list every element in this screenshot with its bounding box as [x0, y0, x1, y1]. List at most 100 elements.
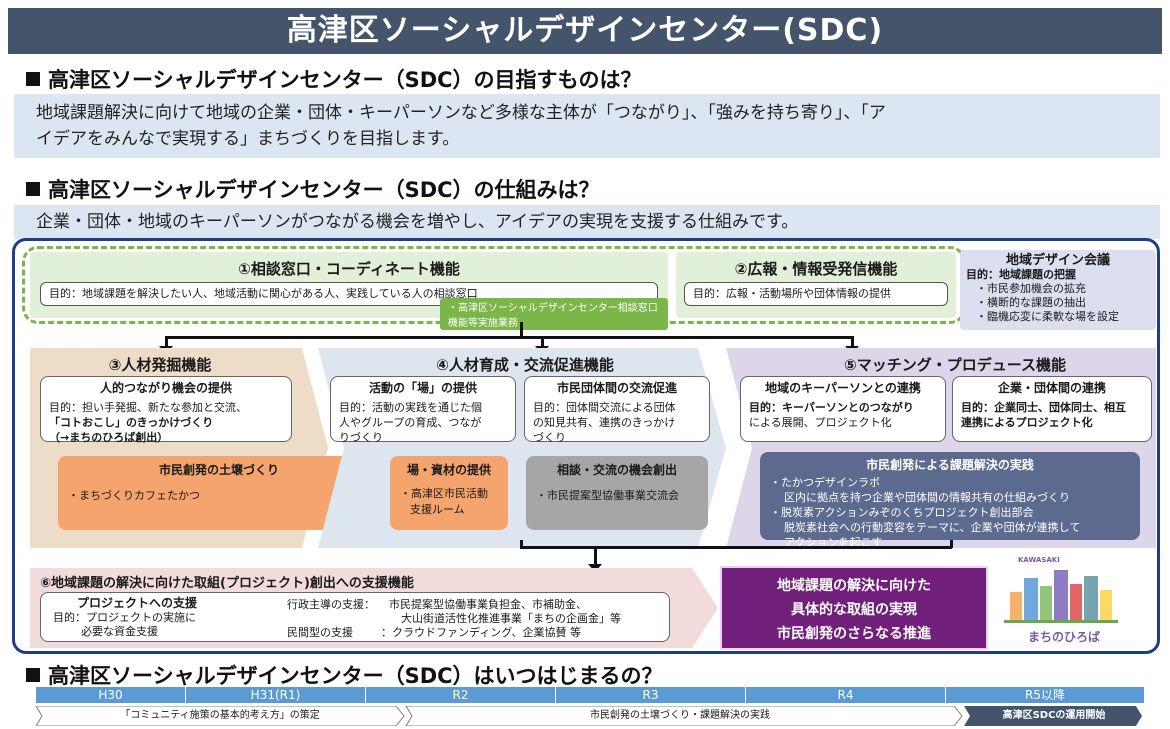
function-4-line: づくり — [533, 431, 566, 444]
space-resources-line: ・高津区市民活動 — [400, 487, 488, 500]
timeline-bar-1: 「コミュニティ施策の基本的考え方」の策定 — [120, 710, 320, 721]
function-3-subtitle: 人的つながり機会の提供 — [99, 381, 232, 395]
function-5-subbox-2: 企業・団体間の連携 目的：企業同士、団体同士、相互 連携によるプロジェクト化 — [952, 376, 1152, 442]
council-item: ・市民参加機会の拡充 — [976, 282, 1086, 295]
logo-text-top: KAWASAKI — [1018, 556, 1060, 564]
timeline-arrows — [36, 706, 1142, 726]
consult-exchange-title: 相談・交流の機会創出 — [556, 463, 677, 477]
function-4-line: の知見共有、連携のきっかけ — [533, 416, 676, 429]
function-2-title: ②広報・情報受発信機能 — [734, 260, 898, 278]
timeline-year: H30 — [36, 687, 186, 703]
square-bullet-icon — [26, 72, 40, 86]
timeline-header: H30 H31(R1) R2 R3 R4 R5以降 — [36, 687, 1144, 703]
project-support-title: プロジェクトへの支援 — [77, 596, 198, 610]
city-skyline-icon — [1004, 570, 1118, 623]
function-4-subtitle: 活動の「場」の提供 — [368, 381, 477, 395]
function-4-subtitle: 市民団体間の交流促進 — [556, 381, 677, 395]
function-4-title: ④人材育成・交流促進機能 — [436, 356, 614, 374]
connector-line — [165, 336, 168, 348]
admin-support-line: 市民提案型協働事業負担金、市補助金、 — [389, 598, 587, 611]
square-bullet-icon — [26, 182, 40, 196]
goal-box-line: 市民創発のさらなる推進 — [777, 626, 931, 642]
function-5-line: による展開、プロジェクト化 — [749, 416, 892, 429]
mechanism-description: 企業・団体・地域のキーパーソンがつながる機会を増やし、アイデアの実現を支援する仕… — [14, 205, 1160, 239]
goal-box-line: 地域課題の解決に向けた — [777, 578, 931, 594]
consult-exchange-box: 相談・交流の機会創出 ・市民提案型協働事業交流会 — [526, 456, 708, 530]
section-heading-text: 高津区ソーシャルデザインセンター（SDC）の目指すものは？ — [48, 68, 642, 92]
function-1-title: ①相談窓口・コーディネート機能 — [238, 260, 460, 278]
timeline-year: R3 — [556, 687, 746, 703]
civic-practice-line: アクションを起こす — [784, 536, 883, 549]
function-6-title: ⑥地域課題の解決に向けた取組(プロジェクト)創出への支援機能 — [40, 576, 414, 591]
timeline-year: R2 — [366, 687, 556, 703]
council-item: ・横断的な課題の抽出 — [976, 296, 1086, 309]
connector-line — [851, 336, 854, 348]
soil-building-item: ・まちづくりカフェたかつ — [68, 489, 200, 502]
admin-support-label: 行政主導の支援： — [287, 598, 375, 611]
civic-practice-box: 市民創発による課題解決の実践 ・たかつデザインラボ 区内に拠点を持つ企業や団体間… — [760, 452, 1140, 549]
timeline-year: R4 — [746, 687, 946, 703]
function-1-panel: ①相談窓口・コーディネート機能 目的：地域課題を解決したい人、地域活動に関心があ… — [30, 252, 668, 330]
admin-support-line: 大山街道活性化推進事業「まちの企画金」等 — [401, 612, 621, 625]
framework-frame — [12, 238, 1160, 654]
function-1-tag: ・高津区ソーシャルデザインセンター相談窓口機能等実施業務 — [440, 298, 668, 330]
civic-practice-line: ・たかつデザインラボ — [770, 476, 880, 489]
function-3-line: 目的：担い手発掘、新たな参加と交流、 — [49, 401, 247, 414]
civic-practice-line: 脱炭素社会への行動変容をテーマに、企業や団体が連携して — [784, 521, 1081, 534]
function-5-subtitle: 地域のキーパーソンとの連携 — [765, 381, 921, 395]
function-3-subbox: 人的つながり機会の提供 目的：担い手発掘、新たな参加と交流、 「コトおこし」のき… — [40, 376, 292, 444]
project-support-line: 目的：プロジェクトの実施に — [53, 611, 196, 624]
connector-line — [165, 336, 853, 339]
soil-building-box: 市民創発の土壌づくり ・まちづくりカフェたかつ — [58, 456, 380, 530]
civic-practice-line: 区内に拠点を持つ企業や団体間の情報共有の仕組みづくり — [784, 491, 1070, 504]
section-heading-text: 高津区ソーシャルデザインセンター（SDC）の仕組みは？ — [48, 178, 600, 202]
function-4-subbox-2: 市民団体間の交流促進 目的：団体間交流による団体 の知見共有、連携のきっかけ づ… — [524, 376, 710, 444]
function-4-line: 目的：団体間交流による団体 — [533, 401, 676, 414]
function-3-title: ③人材発掘機能 — [108, 356, 212, 374]
connector-line — [950, 540, 953, 548]
function-4-line: 目的：活動の実践を通じた個 — [339, 401, 482, 414]
function-5-line: 目的：企業同士、団体同士、相互 — [961, 401, 1126, 414]
section-heading-schedule: 高津区ソーシャルデザインセンター（SDC）はいつはじまるの？ — [26, 660, 663, 690]
council-title: 地域デザイン会議 — [1005, 253, 1110, 268]
function-5-subbox-1: 地域のキーパーソンとの連携 目的：キーパーソンとのつながり による展開、プロジェ… — [740, 376, 946, 442]
function-3-line: （→まちのひろば創出） — [49, 431, 169, 444]
civic-practice-title: 市民創発による課題解決の実践 — [866, 458, 1034, 472]
timeline-bar-2: 市民創発の土壌づくり・課題解決の実践 — [590, 710, 770, 721]
function-3-line: 「コトおこし」のきっかけづくり — [49, 416, 214, 429]
connector-line — [541, 336, 544, 348]
section-heading-mechanism: 高津区ソーシャルデザインセンター（SDC）の仕組みは？ — [26, 174, 600, 204]
goal-box: 地域課題の解決に向けた 具体的な取組の実現 市民創発のさらなる推進 — [720, 566, 988, 650]
machi-no-hiroba-logo: KAWASAKI まちのひろば — [1004, 556, 1124, 648]
square-bullet-icon — [26, 668, 40, 682]
function-6-subbox: プロジェクトへの支援 目的：プロジェクトの実施に 必要な資金支援 行政主導の支援… — [40, 592, 670, 642]
logo-text-bottom: まちのひろば — [1027, 630, 1100, 644]
project-support-line: 必要な資金支援 — [81, 625, 158, 638]
private-support-line: ：クラウドファンディング、企業協賛 等 — [381, 626, 581, 639]
space-resources-line: 支援ルーム — [410, 503, 465, 516]
connector-line — [520, 546, 952, 549]
function-5-subtitle: 企業・団体間の連携 — [997, 381, 1106, 395]
function-2-purpose: 目的：広報・活動場所や団体情報の提供 — [684, 282, 948, 306]
function-5-title: ⑤マッチング・プロデュース機能 — [844, 356, 1066, 374]
connector-line — [594, 546, 597, 566]
function-5-line: 目的：キーパーソンとのつながり — [749, 401, 914, 414]
goal-description: 地域課題解決に向けて地域の企業・団体・キーパーソンなど多様な主体が「つながり」、… — [14, 94, 1160, 158]
function-4-subbox-1: 活動の「場」の提供 目的：活動の実践を通じた個 人やグループの育成、つなが りづ… — [330, 376, 516, 444]
goal-line-2: イデアをみんなで実現する」まちづくりを目指します。 — [36, 129, 460, 149]
council-item: ・臨機応変に柔軟な場を設定 — [976, 310, 1119, 323]
timeline-year: R5以降 — [1025, 688, 1065, 702]
function-5-line: 連携によるプロジェクト化 — [961, 416, 1093, 429]
council-purpose: 目的：地域課題の把握 — [966, 268, 1076, 281]
goal-line-1: 地域課題解決に向けて地域の企業・団体・キーパーソンなど多様な主体が「つながり」、… — [36, 103, 886, 123]
council-panel: 地域デザイン会議 目的：地域課題の把握 ・市民参加機会の拡充 ・横断的な課題の抽… — [960, 250, 1156, 330]
connector-line — [520, 322, 523, 336]
function-4-line: りづくり — [339, 431, 383, 444]
space-resources-box: 場・資材の提供 ・高津区市民活動 支援ルーム — [390, 456, 508, 530]
soil-building-title: 市民創発の土壌づくり — [158, 463, 279, 477]
function-2-panel: ②広報・情報受発信機能 目的：広報・活動場所や団体情報の提供 — [676, 252, 956, 318]
section-heading-goal: 高津区ソーシャルデザインセンター（SDC）の目指すものは？ — [26, 64, 642, 94]
space-resources-title: 場・資材の提供 — [406, 463, 491, 477]
consult-exchange-item: ・市民提案型協働事業交流会 — [536, 489, 679, 502]
private-support-label: 民間型の支援 — [287, 626, 353, 639]
